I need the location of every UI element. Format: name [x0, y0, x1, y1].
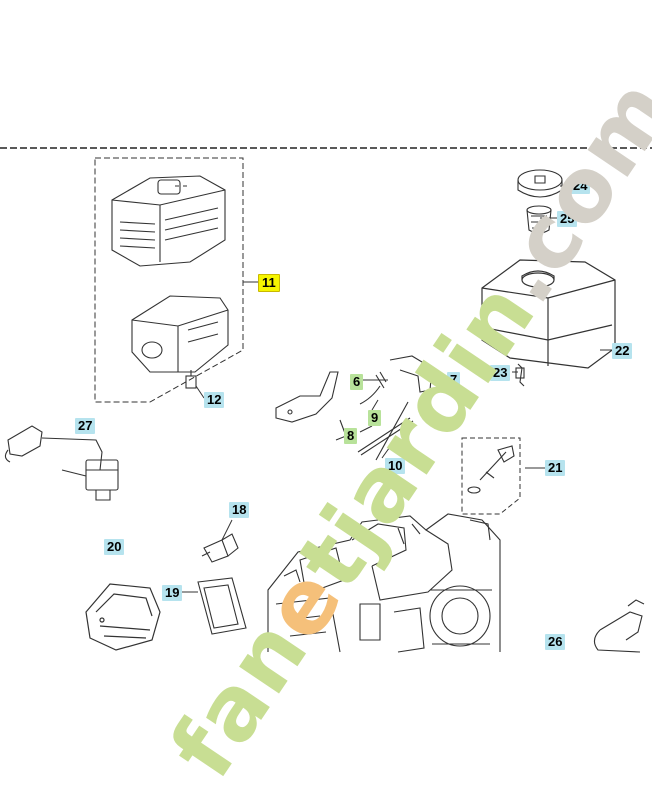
ignition-coil-drawing — [4, 425, 119, 501]
bolt-12-drawing — [185, 370, 197, 389]
head-cover-drawing — [85, 583, 161, 651]
callout-10[interactable]: 10 — [385, 458, 406, 474]
callout-19[interactable]: 19 — [162, 585, 183, 601]
callout-9[interactable]: 9 — [368, 410, 382, 426]
callout-22[interactable]: 22 — [612, 343, 633, 359]
engine-block-drawing — [267, 513, 501, 653]
callout-23[interactable]: 23 — [490, 365, 511, 381]
callout-20[interactable]: 20 — [104, 539, 125, 555]
head-gasket-drawing — [197, 577, 247, 635]
callout-12[interactable]: 12 — [204, 392, 225, 408]
callout-24[interactable]: 24 — [570, 178, 591, 194]
callout-18[interactable]: 18 — [229, 502, 250, 518]
callout-7[interactable]: 7 — [447, 372, 461, 388]
callout-26[interactable]: 26 — [545, 634, 566, 650]
spark-plug-wire-drawing — [593, 599, 645, 653]
callout-6[interactable]: 6 — [350, 374, 364, 390]
spark-plug-drawing — [201, 533, 239, 563]
fuel-valve-23-drawing — [515, 363, 525, 387]
air-filter-group-frame — [94, 157, 244, 403]
callout-21[interactable]: 21 — [545, 460, 566, 476]
fuel-tank-drawing — [481, 259, 616, 369]
fuel-valve-21-drawing — [467, 445, 515, 494]
callout-25[interactable]: 25 — [557, 211, 578, 227]
air-filter-cover-drawing — [111, 175, 226, 267]
callout-8[interactable]: 8 — [344, 428, 358, 444]
callout-27[interactable]: 27 — [75, 418, 96, 434]
fuel-strainer-drawing — [526, 205, 552, 234]
throttle-linkage-drawing — [275, 355, 433, 461]
fuel-cap-drawing — [517, 169, 563, 198]
callout-11[interactable]: 11 — [258, 274, 280, 292]
leader-lines — [182, 185, 612, 593]
fuel-valve-group-frame — [461, 437, 521, 515]
air-filter-element-drawing — [131, 295, 229, 373]
